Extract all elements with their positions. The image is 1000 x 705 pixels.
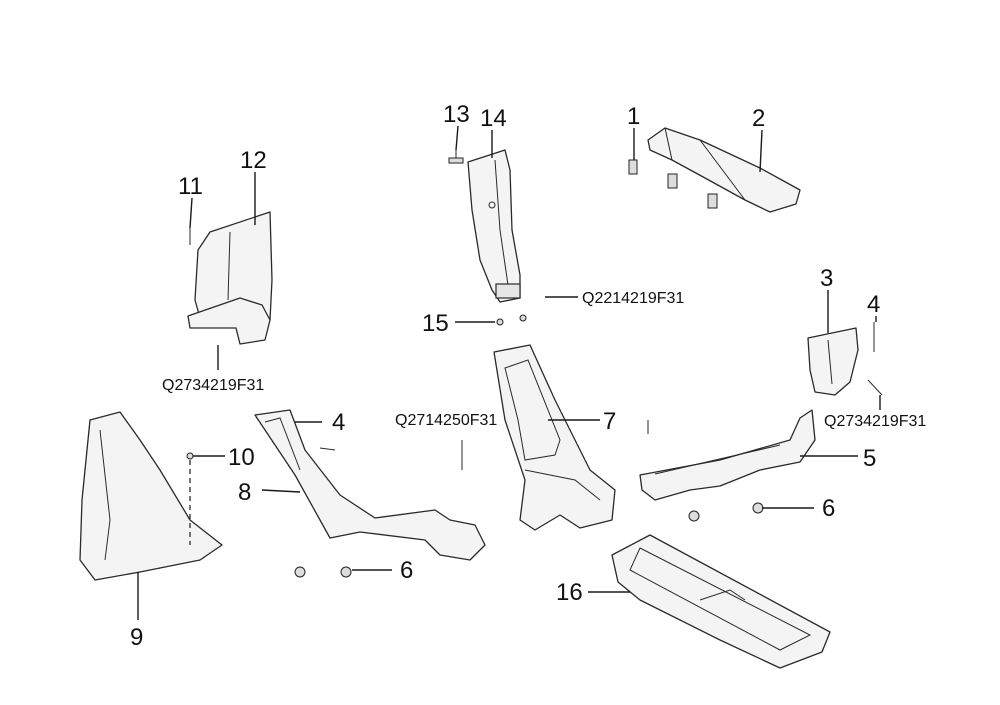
code-q2734219f31-right: Q2734219F31 xyxy=(824,413,926,430)
callout-11: 11 xyxy=(178,173,203,200)
callout-5: 5 xyxy=(863,445,876,472)
callout-6-right: 6 xyxy=(822,495,835,522)
part-2-a-pillar-trim xyxy=(647,127,801,213)
part-14-b-pillar-upper-trim xyxy=(467,149,521,303)
part-13-screw xyxy=(448,150,464,164)
callout-12: 12 xyxy=(240,147,267,174)
callout-10: 10 xyxy=(228,444,255,471)
part-4-pin-right xyxy=(867,322,883,396)
callout-7: 7 xyxy=(603,408,616,435)
callout-16: 16 xyxy=(556,579,583,606)
callout-3: 3 xyxy=(820,265,833,292)
part-12-c-pillar-trim xyxy=(187,211,273,345)
code-q2734219f31-left: Q2734219F31 xyxy=(162,377,264,394)
part-15-clip xyxy=(496,314,527,326)
part-4-pin-left xyxy=(319,447,336,451)
callout-8: 8 xyxy=(238,479,251,506)
code-q2214219f31: Q2214219F31 xyxy=(582,290,684,307)
leader-lines xyxy=(137,125,881,620)
callout-4-left: 4 xyxy=(332,409,345,436)
part-5-sill-trim-right xyxy=(639,409,816,501)
part-9-quarter-trim xyxy=(79,411,223,581)
part-6-clips xyxy=(294,502,764,578)
callout-14: 14 xyxy=(480,105,507,132)
callout-1: 1 xyxy=(627,103,640,130)
part-1-clips xyxy=(628,159,718,209)
part-8-sill-trim-left xyxy=(254,409,486,561)
callout-13: 13 xyxy=(443,101,470,128)
part-16-rear-tray xyxy=(611,534,831,669)
part-3-trim-piece xyxy=(807,327,859,396)
callout-4-right: 4 xyxy=(867,291,880,318)
part-7-b-pillar-lower-trim xyxy=(493,344,616,531)
callout-2: 2 xyxy=(752,105,765,132)
callout-9: 9 xyxy=(130,624,143,651)
callout-6-left: 6 xyxy=(400,557,413,584)
callout-15: 15 xyxy=(422,310,449,337)
code-q2714250f31: Q2714250F31 xyxy=(395,412,497,429)
